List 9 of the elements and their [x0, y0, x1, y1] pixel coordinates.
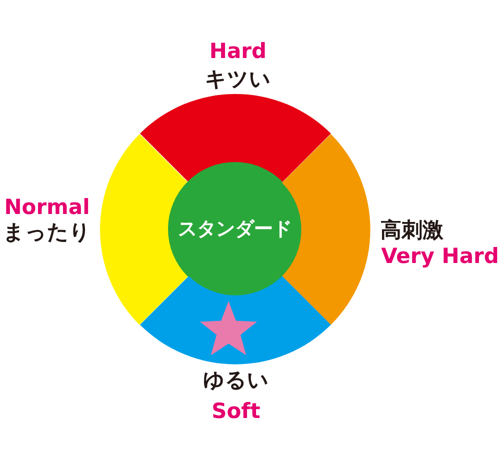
english-label: Soft: [212, 398, 260, 423]
japanese-label: まったり: [3, 220, 91, 244]
japanese-label: キツい: [204, 67, 271, 91]
japanese-label: 高刺激: [380, 218, 444, 242]
japanese-label: ゆるい: [202, 368, 269, 392]
english-label: Very Hard: [381, 244, 499, 268]
english-label: Hard: [209, 39, 267, 63]
center-label: スタンダード: [178, 217, 292, 241]
english-label: Normal: [4, 194, 90, 219]
